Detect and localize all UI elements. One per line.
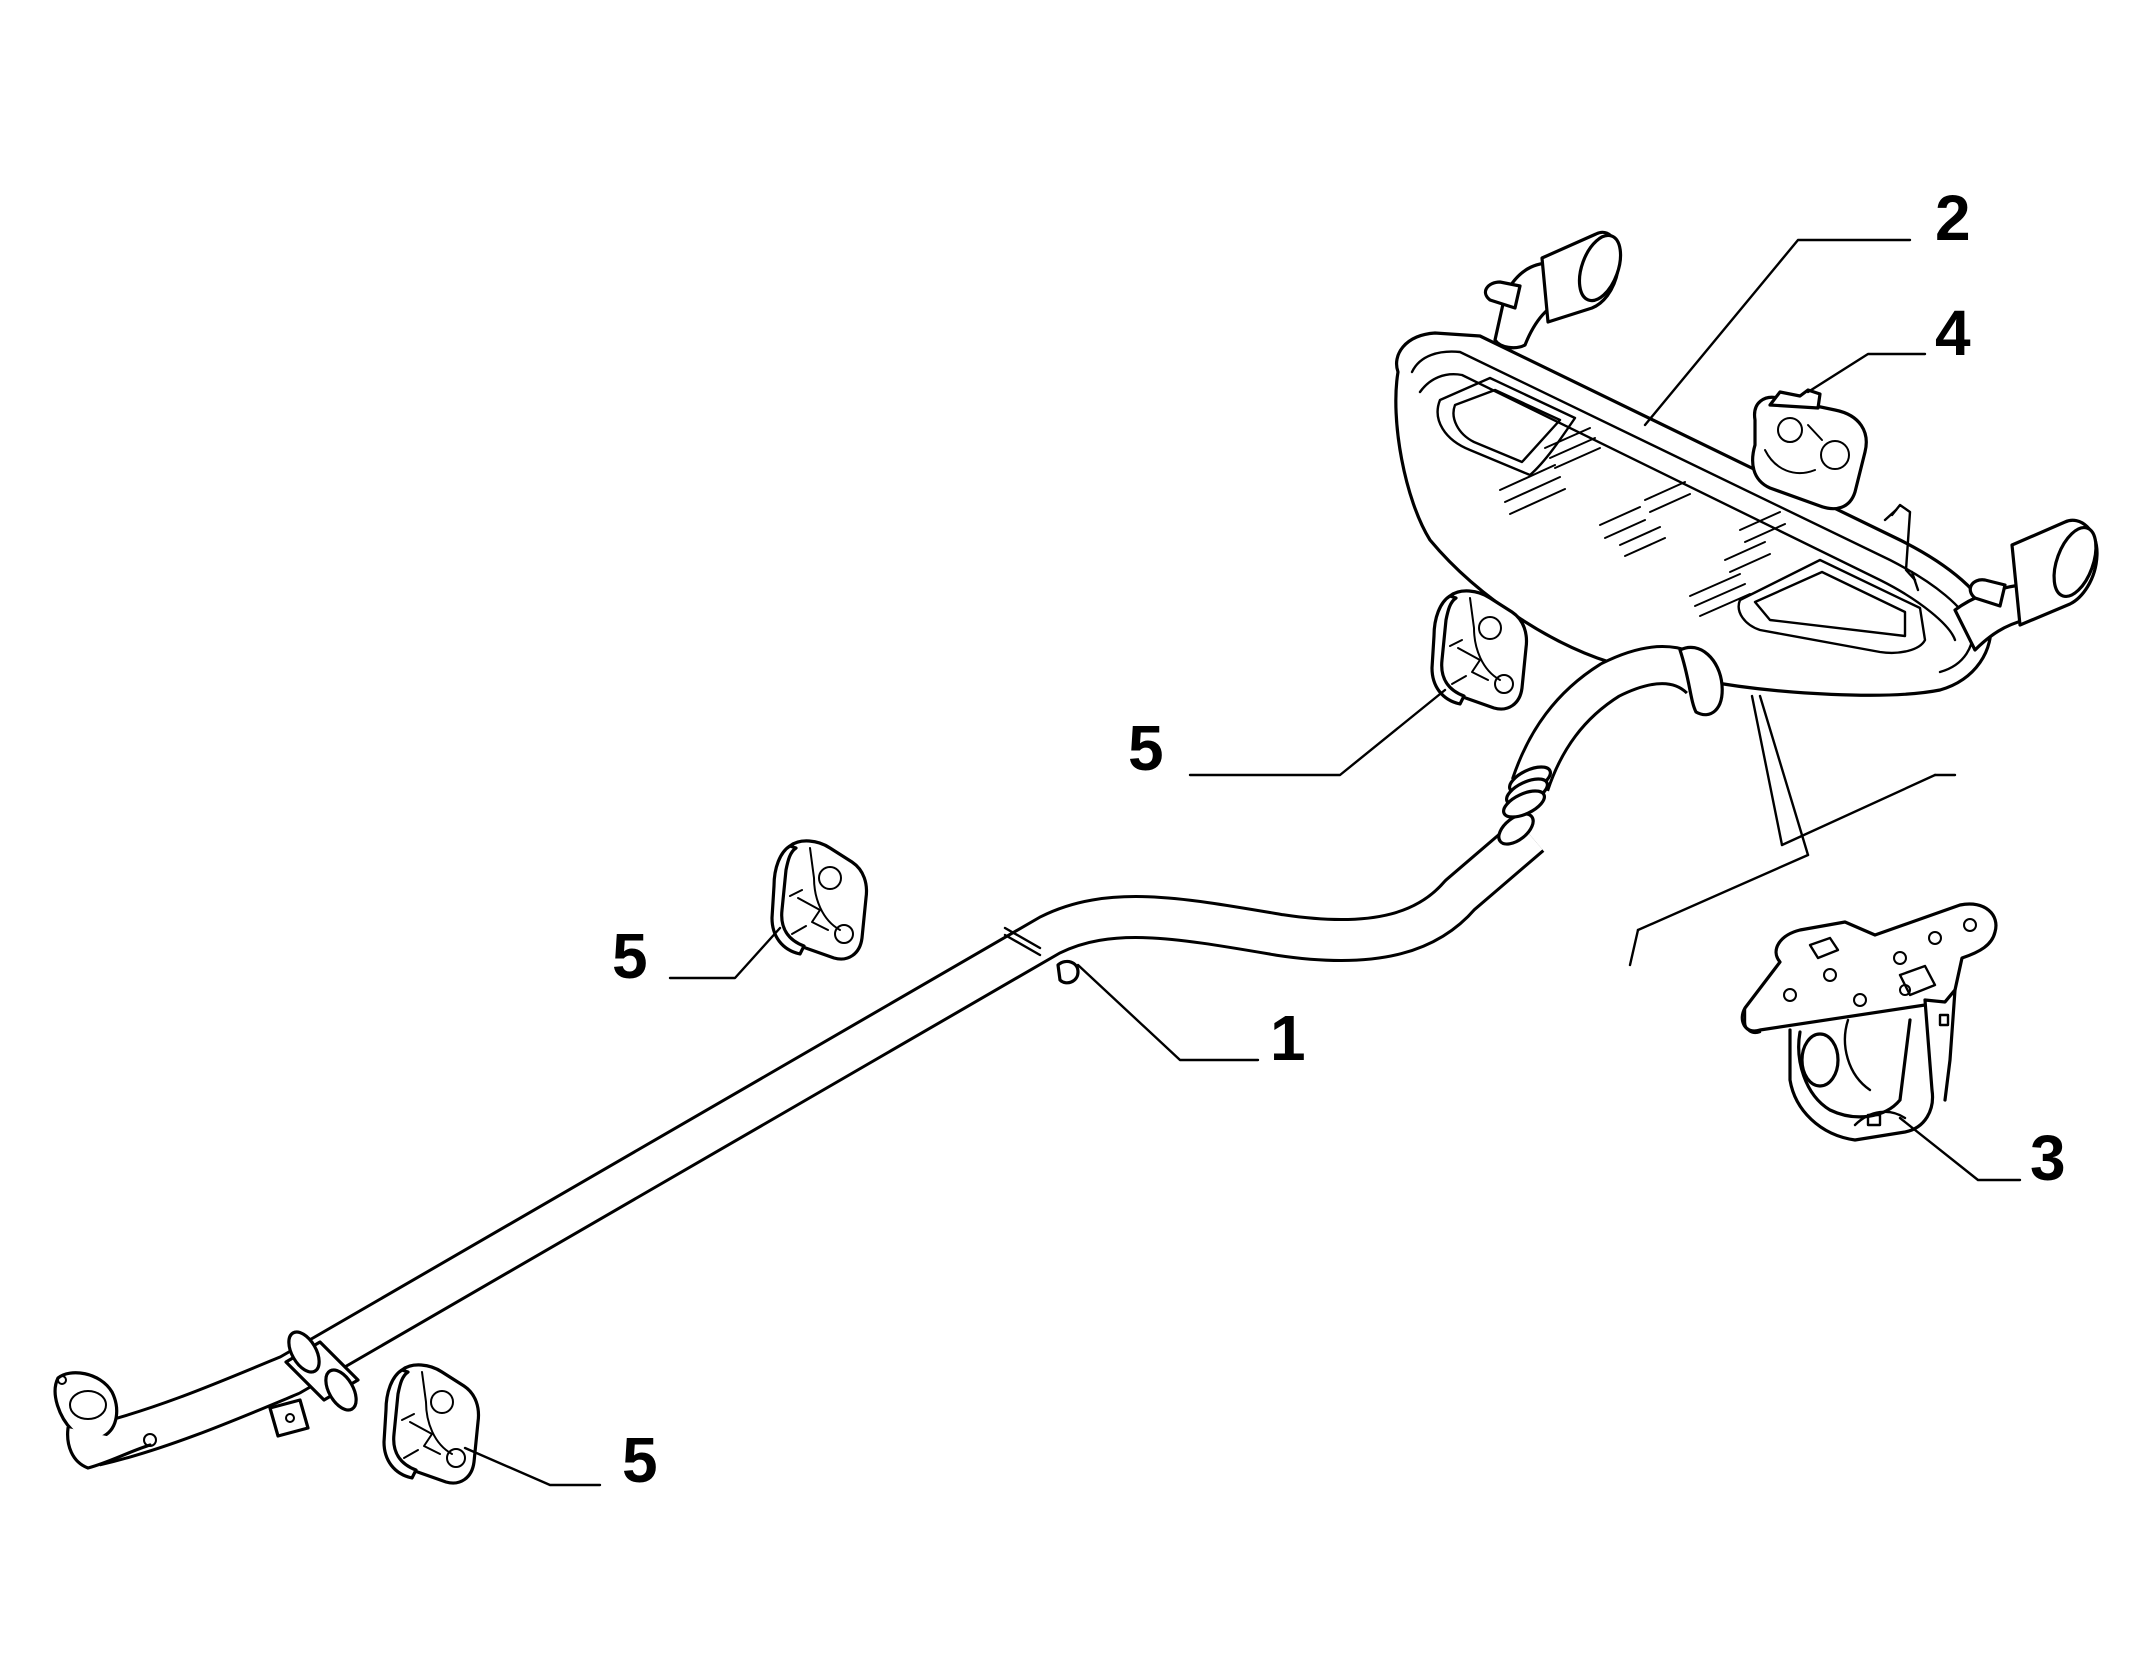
rubber-mount-middle [770,839,869,961]
silencer-slots [1499,427,1786,617]
left-tailpipe [1484,230,1623,350]
pipe-sleeve [268,1330,360,1438]
callout-5-middle: 5 [612,920,648,992]
reference-lines [1628,694,1957,967]
callout-4: 4 [1935,297,1971,369]
callout-1: 1 [1270,1002,1306,1074]
right-tailpipe [1953,518,2099,652]
front-flange [53,1371,157,1470]
callout-3: 3 [2030,1122,2066,1194]
rubber-hanger-part-4 [1751,388,1868,511]
callout-2: 2 [1935,182,1971,254]
silencer-inlet-pipe [1502,645,1724,819]
rubber-mount-lower [382,1363,481,1485]
leader-lines [463,238,2022,1487]
hanger-bracket-part-3 [1740,902,1998,1142]
rear-silencer [1394,230,2099,819]
callout-5-upper: 5 [1128,712,1164,784]
front-exhaust-pipe [53,812,1545,1470]
pipe-hanger-pin [1003,926,1080,985]
callout-5-lower: 5 [622,1424,658,1496]
